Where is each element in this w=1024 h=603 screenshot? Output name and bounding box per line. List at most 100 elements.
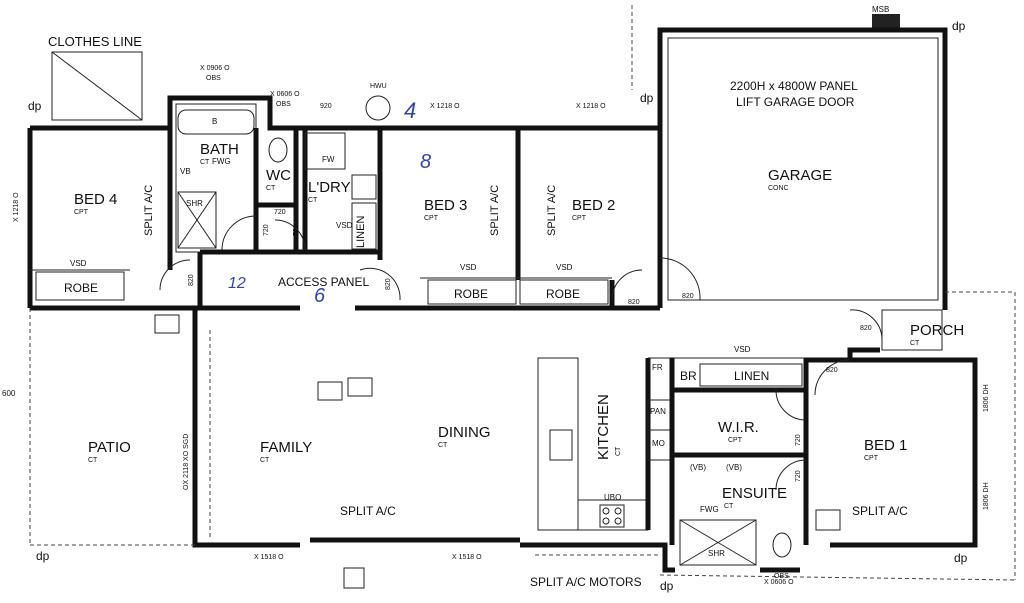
door-720-laundry: 720: [293, 224, 300, 236]
room-wir-name: W.I.R.: [718, 419, 759, 436]
dp-5: dp: [660, 579, 674, 593]
dashed-lines: [29, 5, 1016, 581]
room-porch-name: PORCH: [910, 322, 964, 339]
room-dining-finish: CT: [438, 442, 448, 449]
window-ensuite: X 0606 O: [764, 579, 794, 586]
split-ac-motors-label: SPLIT A/C MOTORS: [530, 575, 642, 589]
split-ac-bed4: SPLIT A/C: [143, 185, 155, 236]
window-family: X 1518 O: [254, 554, 284, 561]
dp-3: dp: [952, 19, 966, 33]
room-dining-name: DINING: [438, 424, 491, 441]
exterior-walls: [27, 27, 978, 573]
room-family-finish: CT: [260, 457, 270, 464]
room-kitchen-name: KITCHEN: [595, 394, 612, 460]
window-bed4: X 1218 O: [13, 192, 20, 222]
vb-bath: VB: [180, 167, 191, 176]
room-wc-finish: CT: [266, 185, 276, 192]
room-bed4-finish: CPT: [74, 209, 89, 216]
room-ensuite-name: ENSUITE: [722, 485, 787, 502]
bath-b: B: [212, 117, 217, 126]
dp-4: dp: [36, 549, 50, 563]
room-laundry-finish: CT: [308, 197, 318, 204]
doors: [159, 215, 883, 491]
dp-6: dp: [954, 551, 968, 565]
door-820-bed1: 820: [826, 367, 838, 374]
garage-door-line2: LIFT GARAGE DOOR: [736, 95, 855, 109]
door-820-bed4: 820: [188, 274, 195, 286]
room-wc-name: WC: [266, 167, 291, 184]
door-820-bed2: 820: [628, 299, 640, 306]
mo-label: MO: [652, 439, 665, 448]
dimension-labels: X 1218 O X 1218 O X 0906 O OBS X 0606 O …: [2, 65, 990, 586]
sliding-door: OX 2118 XO SGD: [183, 434, 190, 490]
vsd-bed2: VSD: [556, 263, 573, 272]
annotation-6: 6: [314, 285, 326, 307]
room-ensuite-finish: CT: [724, 503, 734, 510]
vsd-bed3: VSD: [460, 263, 477, 272]
ubo-label: UBO: [604, 493, 621, 502]
window-ensuite-obs: OBS: [774, 573, 789, 580]
room-family-name: FAMILY: [260, 439, 312, 456]
access-panel-label: ACCESS PANEL: [278, 275, 369, 289]
edge-600: 600: [2, 389, 16, 398]
split-ac-bed1: SPLIT A/C: [852, 504, 908, 518]
window-wc-obs: OBS: [276, 101, 291, 108]
room-bed4-name: BED 4: [74, 191, 117, 208]
room-bed3-name: BED 3: [424, 197, 467, 214]
dp-2: dp: [640, 91, 654, 105]
msb-meter: MSB: [872, 5, 900, 28]
window-bath: X 0906 O: [200, 65, 230, 72]
room-bed2-finish: CPT: [572, 215, 587, 222]
room-patio-name: PATIO: [88, 439, 131, 456]
room-bed2-name: BED 2: [572, 197, 615, 214]
vsd-laundry: VSD: [336, 221, 353, 230]
br-label: BR: [680, 369, 697, 383]
hwu-label: HWU: [370, 83, 387, 90]
split-ac-family: SPLIT A/C: [340, 504, 396, 518]
door-820-bed3: 820: [385, 278, 392, 290]
fw-laundry: FW: [322, 155, 335, 164]
window-bed2: X 1218 O: [576, 103, 606, 110]
window-bed1-top: 1806 DH: [983, 384, 990, 412]
hot-water-unit: HWU: [365, 83, 391, 121]
room-bath-finish: CT: [200, 159, 210, 166]
window-bath-obs: OBS: [206, 75, 221, 82]
room-kitchen-finish: CT: [615, 446, 622, 456]
linen-hall-label: LINEN: [734, 369, 769, 383]
fwg-ensuite: FWG: [700, 505, 719, 514]
robe-bed3-label: ROBE: [454, 287, 488, 301]
interior-walls: [30, 103, 850, 566]
fixture-labels: 2200H x 4800W PANEL LIFT GARAGE DOOR ACC…: [64, 79, 908, 589]
door-720-wir: 720: [795, 434, 802, 446]
window-dining: X 1518 O: [452, 554, 482, 561]
room-patio-finish: CT: [88, 457, 98, 464]
clothes-line: CLOTHES LINE: [48, 34, 143, 121]
room-bed1-finish: CPT: [864, 455, 879, 462]
vb-ensuite-2: (VB): [726, 463, 742, 472]
room-laundry-name: L'DRY: [308, 179, 351, 196]
door-720-wc: 720: [274, 209, 286, 216]
dp-1: dp: [28, 99, 42, 113]
door-820-garage: 820: [682, 293, 694, 300]
vb-ensuite-1: (VB): [690, 463, 706, 472]
clothes-line-label: CLOTHES LINE: [48, 34, 142, 49]
shr-bath: SHR: [186, 199, 203, 208]
annotation-8: 8: [420, 151, 431, 173]
room-garage-name: GARAGE: [768, 167, 832, 184]
annotation-12: 12: [228, 275, 246, 292]
room-bed3-finish: CPT: [424, 215, 439, 222]
msb-label: MSB: [872, 5, 889, 14]
room-porch-finish: CT: [910, 340, 920, 347]
window-bed1-bottom: 1806 DH: [983, 482, 990, 510]
pan-label: PAN: [650, 407, 666, 416]
window-wc: X 0606 O: [270, 91, 300, 98]
vsd-bed4: VSD: [70, 259, 87, 268]
room-garage-finish: CONC: [768, 185, 789, 192]
door-720-ensuite: 720: [795, 470, 802, 482]
split-ac-bed2: SPLIT A/C: [546, 185, 558, 236]
room-wir-finish: CPT: [728, 437, 743, 444]
garage-door-line1: 2200H x 4800W PANEL: [730, 79, 858, 93]
annotation-4: 4: [404, 98, 416, 123]
robe-bed4-label: ROBE: [64, 281, 98, 295]
